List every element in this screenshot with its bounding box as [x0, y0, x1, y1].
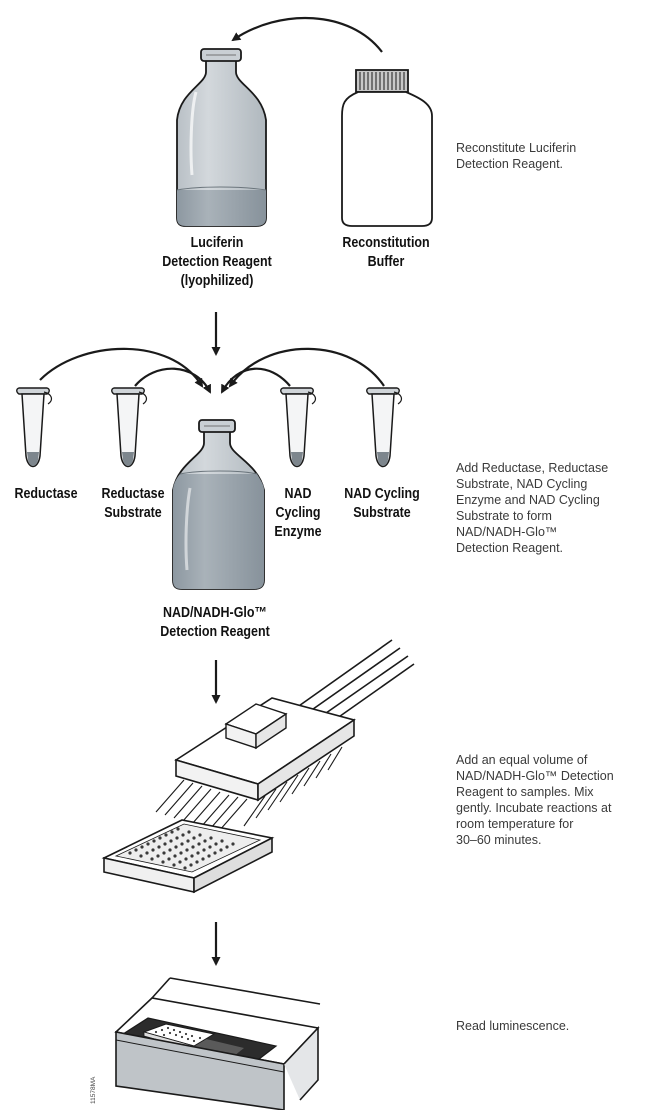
multichannel-pipette-icon	[155, 639, 415, 832]
transfer-arrow-nad-enzyme	[221, 367, 291, 394]
reductase-label: Reductase	[14, 486, 78, 502]
nad-substrate-tube-icon	[366, 387, 403, 468]
luminometer-icon	[114, 977, 321, 1110]
reductase-tube-icon	[16, 387, 53, 468]
step-1-note: Reconstitute Luciferin Detection Reagent…	[456, 141, 577, 171]
luciferin-bottle-icon	[176, 48, 267, 227]
step-2-note: Add Reductase, Reductase Substrate, NAD …	[456, 461, 609, 555]
reductase-substrate-label: Reductase Substrate	[101, 486, 165, 521]
transfer-arrow-reductase-substrate	[134, 367, 211, 394]
step-3-note: Add an equal volume of NAD/NADH-Glo™ Det…	[456, 753, 614, 847]
reconstitution-buffer-label: Reconstitution Buffer	[342, 235, 430, 270]
luciferin-reagent-label: Luciferin Detection Reagent (lyophilized…	[162, 235, 272, 289]
microplate-icon	[101, 819, 275, 894]
transfer-arrow-reductase	[39, 347, 204, 388]
figure-code: 11578MA	[90, 1076, 97, 1104]
transfer-arrow-nad-substrate	[228, 347, 385, 388]
detection-reagent-label: NAD/NADH-Glo™ Detection Reagent	[160, 605, 270, 640]
reductase-substrate-tube-icon	[111, 387, 148, 468]
step-4-note: Read luminescence.	[456, 1019, 570, 1033]
transfer-arrow-buffer	[231, 16, 383, 53]
nad-cycling-enzyme-label: NAD Cycling Enzyme	[274, 486, 322, 540]
nad-cycling-substrate-label: NAD Cycling Substrate	[344, 486, 420, 521]
detection-reagent-bottle-icon	[172, 419, 265, 590]
buffer-bottle-icon	[341, 69, 433, 227]
nad-enzyme-tube-icon	[280, 387, 317, 468]
